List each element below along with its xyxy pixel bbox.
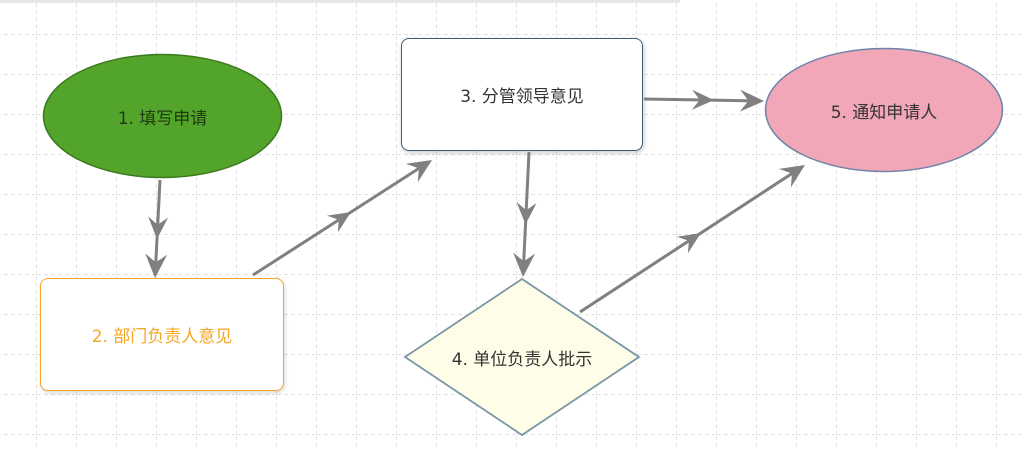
edge-mid-arrow: [148, 216, 169, 239]
diamond-shape: [403, 277, 641, 437]
edge-line: [579, 169, 798, 314]
edge-dept-to-supervisor: [252, 160, 432, 277]
node-label: 4. 单位负责人批示: [451, 349, 593, 370]
node-fill-application[interactable]: 1. 填写申请: [42, 53, 283, 179]
edge-line: [252, 164, 425, 277]
edge-unit-to-notify: [579, 165, 805, 314]
node-label: 3. 分管领导意见: [460, 87, 584, 107]
edge-mid-arrow: [676, 233, 701, 254]
edge-supervisor-to-notify: [643, 89, 764, 112]
ellipse-shape: [764, 47, 1004, 173]
node-unit-head-approval[interactable]: 4. 单位负责人批示: [403, 277, 641, 437]
edge-end-arrow: [145, 253, 168, 278]
node-supervisor-opinion[interactable]: 3. 分管领导意见: [401, 38, 643, 151]
node-label: 5. 通知申请人: [830, 102, 938, 123]
edge-line: [643, 97, 755, 103]
node-label: 2. 部门负责人意见: [91, 327, 233, 347]
edge-line: [154, 179, 162, 269]
edge-end-arrow: [513, 252, 536, 277]
edge-fill-to-dept: [145, 179, 169, 278]
edge-supervisor-to-unit: [513, 151, 537, 277]
edge-end-arrow: [739, 89, 764, 112]
edge-line: [521, 151, 531, 268]
edge-end-arrow: [405, 160, 432, 183]
edge-mid-arrow: [326, 212, 351, 233]
ellipse-shape: [42, 53, 283, 179]
node-dept-head-opinion[interactable]: 2. 部门负责人意见: [40, 278, 284, 391]
node-label: 1. 填写申请: [117, 108, 208, 129]
edge-mid-arrow: [516, 202, 537, 225]
node-notify-applicant[interactable]: 5. 通知申请人: [764, 47, 1004, 173]
edge-mid-arrow: [691, 89, 714, 110]
edge-end-arrow: [778, 165, 805, 188]
